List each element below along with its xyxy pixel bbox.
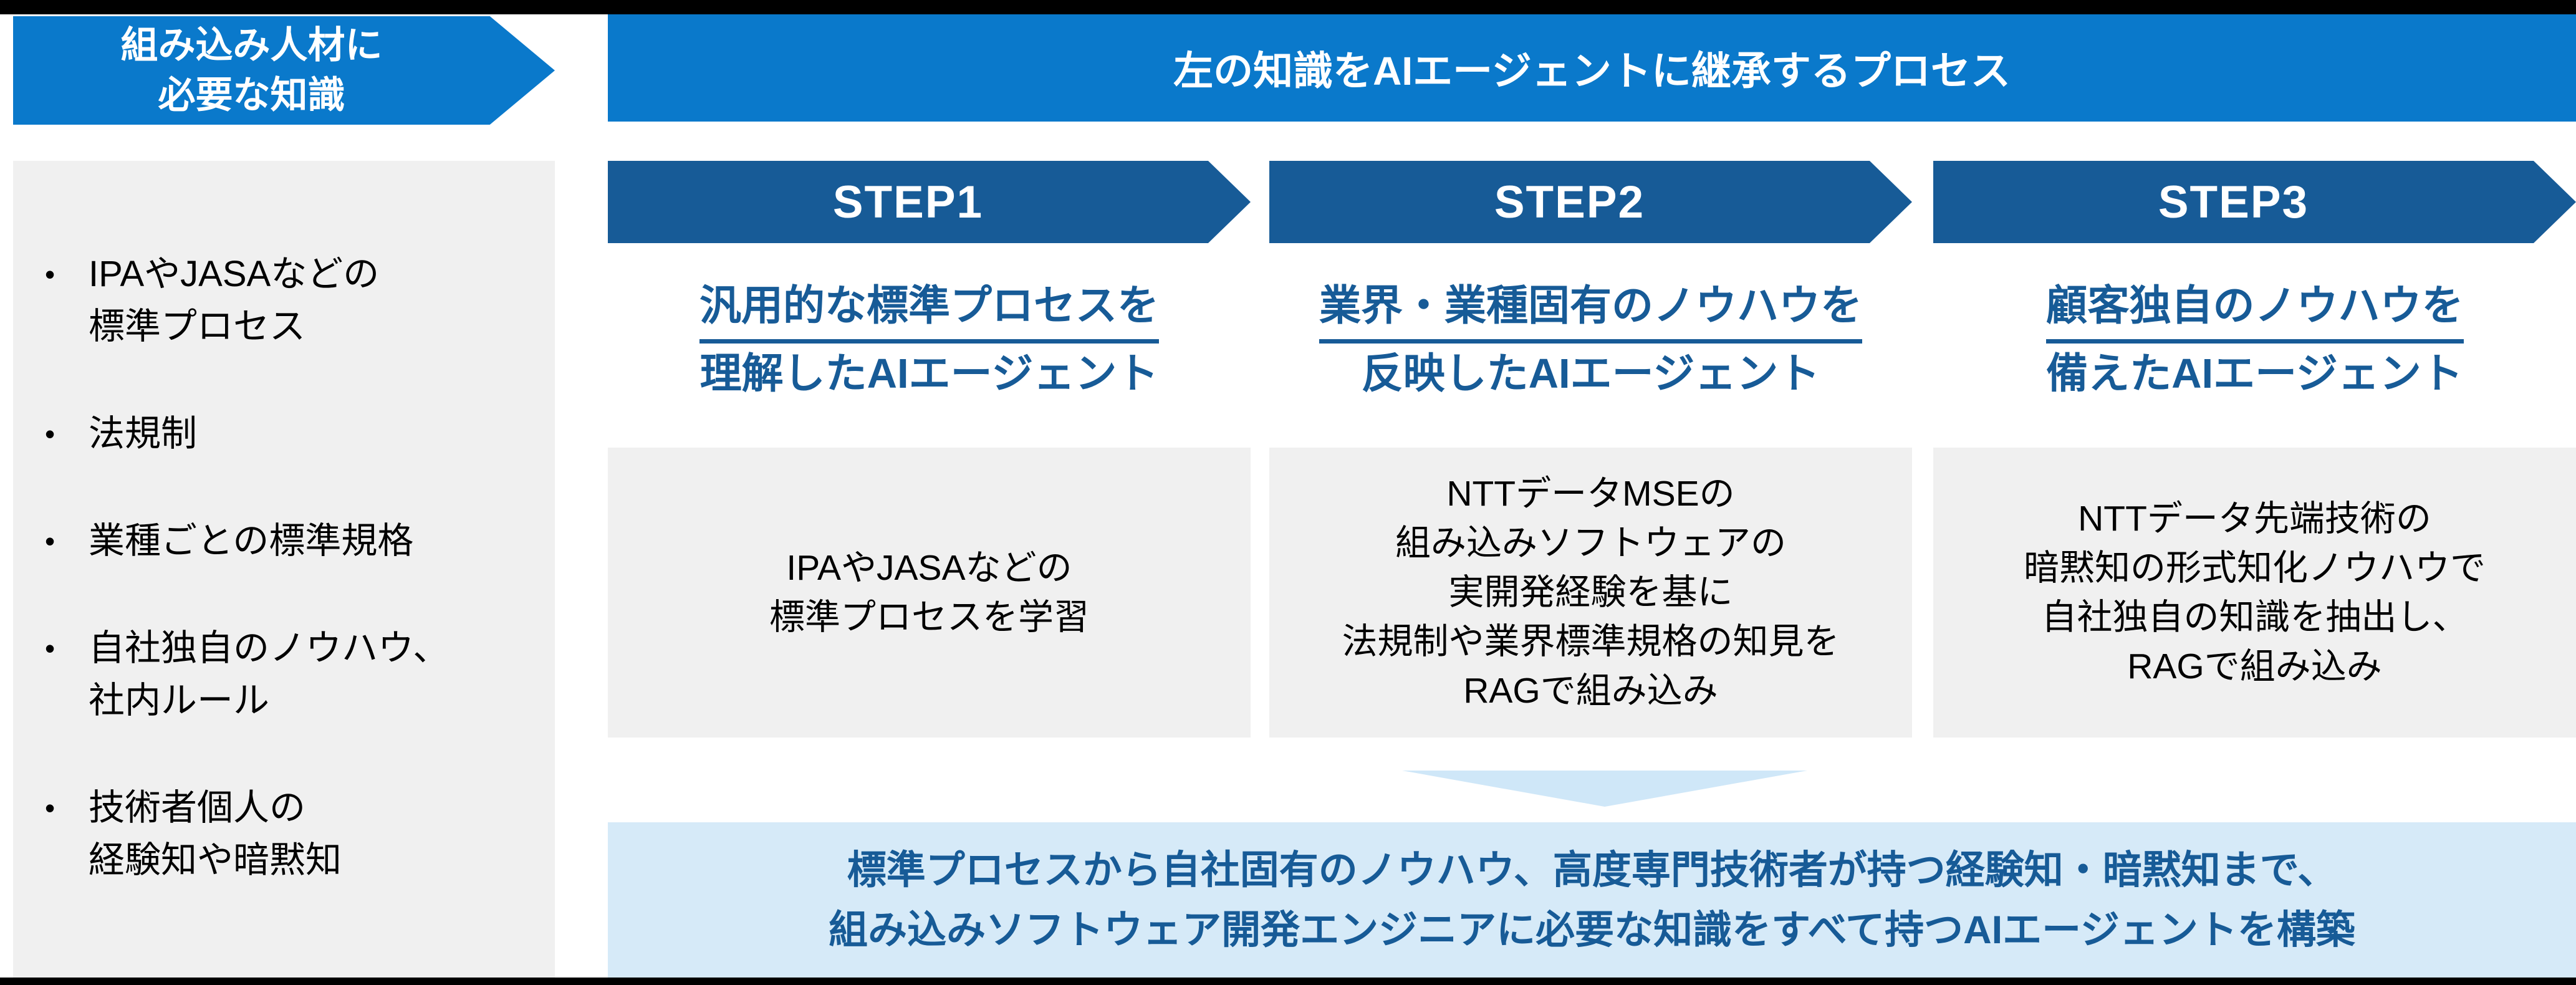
list-item: • 法規制 <box>45 408 536 460</box>
bottom-border-bar <box>0 978 2576 985</box>
conclusion-text: 標準プロセスから自社固有のノウハウ、高度専門技術者が持つ経験知・暗黙知まで、 組… <box>829 848 2355 952</box>
step2-detail-text: NTTデータMSEの 組み込みソフトウェアの 実開発経験を基に 法規制や業界標準… <box>1342 474 1840 711</box>
step3-heading-rest: 備えたAIエージェント <box>2046 350 2463 397</box>
bullet-text: 自社独自のノウハウ、 社内ルール <box>89 628 449 721</box>
step2-arrow: STEP2 <box>1269 161 1912 243</box>
step2-heading-rest: 反映したAIエージェント <box>1361 350 1820 397</box>
step1-column: STEP1 汎用的な標準プロセスを 理解したAIエージェント IPAやJASAな… <box>608 161 1251 738</box>
bullet-icon: • <box>45 632 55 665</box>
step1-detail-box: IPAやJASAなどの 標準プロセスを学習 <box>608 448 1251 738</box>
conclusion-panel: 標準プロセスから自社固有のノウハウ、高度専門技術者が持つ経験知・暗黙知まで、 組… <box>608 822 2576 978</box>
step2-heading-underlined: 業界・業種固有のノウハウを <box>1319 276 1862 344</box>
bullet-text: 技術者個人の 経験知や暗黙知 <box>89 787 342 880</box>
bullet-text: 業種ごとの標準規格 <box>89 521 414 561</box>
list-item: • 自社独自のノウハウ、 社内ルール <box>45 622 536 727</box>
bullet-icon: • <box>45 418 55 450</box>
step3-arrow: STEP3 <box>1933 161 2576 243</box>
step3-detail-text: NTTデータ先端技術の 暗黙知の形式知化ノウハウで 自社独自の知識を抽出し、 R… <box>2024 498 2486 686</box>
step3-heading: 顧客独自のノウハウを 備えたAIエージェント <box>1933 276 2576 405</box>
list-item: • 技術者個人の 経験知や暗黙知 <box>45 782 536 886</box>
step1-arrow: STEP1 <box>608 161 1251 243</box>
knowledge-list-panel: • IPAやJASAなどの 標準プロセス • 法規制 • 業種ごとの標準規格 •… <box>13 161 555 979</box>
left-knowledge-header-arrow: 組み込み人材に 必要な知識 <box>13 16 555 125</box>
step3-column: STEP3 顧客独自のノウハウを 備えたAIエージェント NTTデータ先端技術の… <box>1933 161 2576 738</box>
step1-label: STEP1 <box>832 176 984 228</box>
step2-column: STEP2 業界・業種固有のノウハウを 反映したAIエージェント NTTデータM… <box>1269 161 1912 738</box>
process-banner-label: 左の知識をAIエージェントに継承するプロセス <box>1173 49 2011 94</box>
step1-heading-underlined: 汎用的な標準プロセスを <box>699 276 1159 344</box>
step3-heading-underlined: 顧客独自のノウハウを <box>2045 276 2464 344</box>
bullet-icon: • <box>45 792 55 824</box>
step2-label: STEP2 <box>1494 176 1645 228</box>
list-item: • IPAやJASAなどの 標準プロセス <box>45 248 536 353</box>
step2-detail-box: NTTデータMSEの 組み込みソフトウェアの 実開発経験を基に 法規制や業界標準… <box>1269 448 1912 738</box>
bullet-text: IPAやJASAなどの 標準プロセス <box>89 254 380 347</box>
merge-down-arrow-icon <box>1402 771 1807 807</box>
process-banner: 左の知識をAIエージェントに継承するプロセス <box>608 14 2576 122</box>
step1-detail-text: IPAやJASAなどの 標準プロセスを学習 <box>769 547 1089 637</box>
step3-label: STEP3 <box>2158 176 2309 228</box>
step3-detail-box: NTTデータ先端技術の 暗黙知の形式知化ノウハウで 自社独自の知識を抽出し、 R… <box>1933 448 2576 738</box>
left-knowledge-header-label: 組み込み人材に 必要な知識 <box>120 24 383 116</box>
step1-heading: 汎用的な標準プロセスを 理解したAIエージェント <box>608 276 1251 405</box>
list-item: • 業種ごとの標準規格 <box>45 515 536 567</box>
top-border-bar <box>0 0 2576 14</box>
step2-heading: 業界・業種固有のノウハウを 反映したAIエージェント <box>1269 276 1912 405</box>
bullet-icon: • <box>45 258 55 291</box>
bullet-text: 法規制 <box>89 413 198 454</box>
step1-heading-rest: 理解したAIエージェント <box>699 350 1159 397</box>
bullet-icon: • <box>45 525 55 557</box>
